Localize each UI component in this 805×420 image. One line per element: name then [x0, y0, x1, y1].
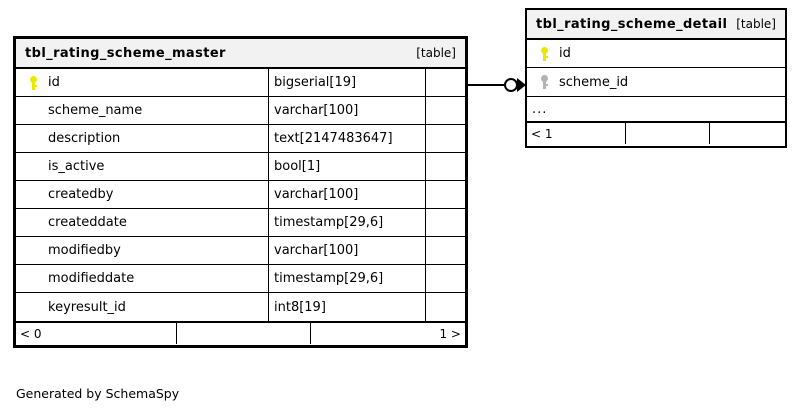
table-row[interactable]: modifiedby varchar[100] [16, 237, 465, 265]
column-name-label: createddate [48, 215, 127, 230]
column-name-cell: keyresult_id [16, 293, 268, 321]
master-table-footer: < 0 1 > [16, 321, 465, 344]
detail-table-title: tbl_rating_scheme_detail [536, 16, 728, 32]
master-column-list: id bigserial[19] scheme_name varchar[100… [16, 69, 465, 321]
table-row[interactable]: id bigserial[19] [16, 69, 465, 97]
column-name-label: description [48, 131, 121, 146]
entity-tbl-rating-scheme-detail[interactable]: tbl_rating_scheme_detail [table] id sche… [525, 8, 787, 148]
table-row[interactable]: is_active bool[1] [16, 153, 465, 181]
detail-table-footer: < 1 [527, 121, 785, 144]
table-row[interactable]: modifieddate timestamp[29,6] [16, 265, 465, 293]
relationship-column-cell [425, 209, 465, 236]
column-name-label: is_active [48, 159, 105, 174]
column-name-label: id [559, 46, 571, 61]
master-table-title: tbl_rating_scheme_master [25, 45, 226, 61]
cardinality-zero-circle [504, 78, 518, 92]
detail-column-list: id scheme_id ... [527, 40, 785, 121]
relationship-column-cell [425, 293, 465, 321]
column-type-label: timestamp[29,6] [268, 209, 425, 236]
column-type-label: int8[19] [268, 293, 425, 321]
table-row[interactable]: scheme_name varchar[100] [16, 97, 465, 125]
relationship-column-cell [425, 237, 465, 264]
entity-tbl-rating-scheme-master[interactable]: tbl_rating_scheme_master [table] id bigs… [13, 36, 468, 348]
relationship-column-cell [425, 181, 465, 208]
column-name-cell: id [527, 40, 785, 67]
column-name-label: scheme_name [48, 103, 143, 118]
primary-key-icon [533, 46, 555, 61]
column-name-label: id [48, 75, 60, 90]
column-type-label: varchar[100] [268, 237, 425, 264]
column-name-label: createdby [48, 187, 114, 202]
more-columns-row[interactable]: ... [527, 97, 785, 121]
table-row[interactable]: createdby varchar[100] [16, 181, 465, 209]
detail-footer-left[interactable]: < 1 [531, 126, 553, 141]
column-name-label: modifiedby [48, 243, 121, 258]
column-type-label: bool[1] [268, 153, 425, 180]
relationship-column-cell [425, 265, 465, 292]
master-footer-middle[interactable] [176, 323, 310, 344]
table-row[interactable]: createddate timestamp[29,6] [16, 209, 465, 237]
detail-table-tag: [table] [736, 17, 776, 31]
column-type-label: bigserial[19] [268, 69, 425, 96]
column-name-cell: is_active [16, 153, 268, 180]
column-name-cell: modifieddate [16, 265, 268, 292]
column-type-label: text[2147483647] [268, 125, 425, 152]
column-name-cell: description [16, 125, 268, 152]
master-table-header: tbl_rating_scheme_master [table] [16, 39, 465, 69]
column-name-cell: scheme_id [527, 68, 785, 96]
relationship-column-cell [425, 69, 465, 96]
relationship-column-cell [425, 97, 465, 124]
master-table-tag: [table] [416, 46, 456, 60]
crows-foot-arrow-icon [517, 78, 526, 92]
table-row[interactable]: scheme_id [527, 68, 785, 97]
more-columns-label: ... [532, 101, 548, 117]
column-name-label: keyresult_id [48, 299, 126, 315]
column-name-cell: createddate [16, 209, 268, 236]
master-footer-right[interactable]: 1 > [310, 323, 465, 344]
column-type-label: varchar[100] [268, 181, 425, 208]
generated-by-caption: Generated by SchemaSpy [16, 386, 180, 401]
relationship-column-cell [425, 153, 465, 180]
table-row[interactable]: id [527, 40, 785, 68]
column-name-label: modifieddate [48, 271, 135, 286]
detail-table-header: tbl_rating_scheme_detail [table] [527, 10, 785, 40]
column-name-cell: modifiedby [16, 237, 268, 264]
column-name-cell: scheme_name [16, 97, 268, 124]
column-name-label: scheme_id [559, 74, 629, 90]
master-footer-left[interactable]: < 0 [20, 326, 42, 341]
detail-footer-middle[interactable] [625, 123, 709, 144]
foreign-key-icon [533, 75, 555, 89]
relationship-column-cell [425, 125, 465, 152]
detail-footer-right[interactable] [709, 123, 785, 144]
column-name-cell: createdby [16, 181, 268, 208]
table-row[interactable]: description text[2147483647] [16, 125, 465, 153]
table-row[interactable]: keyresult_id int8[19] [16, 293, 465, 321]
primary-key-icon [22, 75, 44, 90]
column-type-label: timestamp[29,6] [268, 265, 425, 292]
column-type-label: varchar[100] [268, 97, 425, 124]
column-name-cell: id [16, 69, 268, 96]
